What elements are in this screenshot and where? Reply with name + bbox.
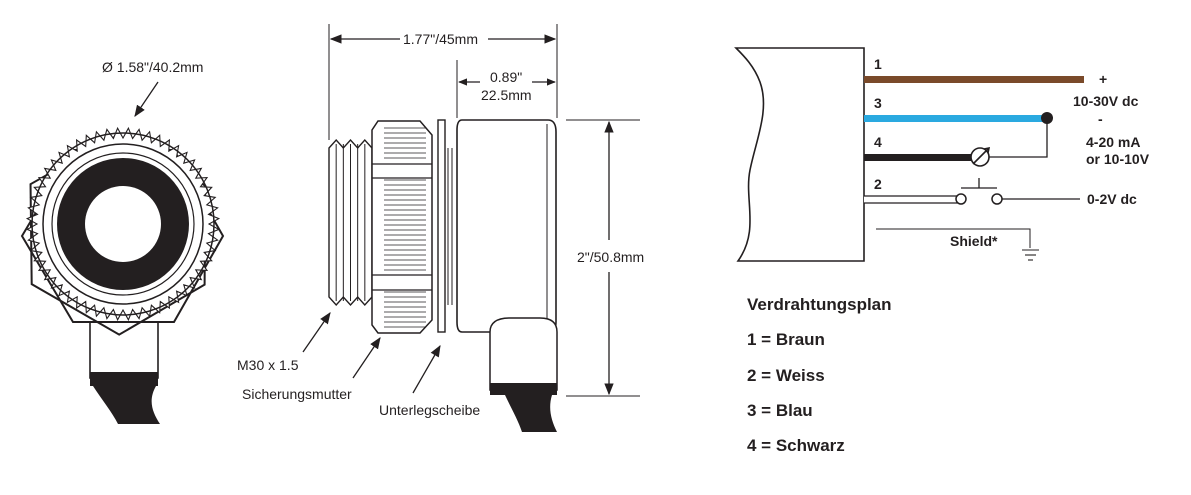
minus-sign: - — [1098, 111, 1103, 127]
wiring-diagram: 1 3 4 2 — [734, 47, 1150, 262]
current-meter-icon — [970, 146, 991, 167]
legend-item: 4 = Schwarz — [747, 436, 845, 455]
wire-number-1: 1 — [874, 56, 882, 72]
output-label-line2: or 10-10V — [1086, 151, 1150, 167]
plus-sign: + — [1099, 71, 1107, 87]
side-view: 1.77"/45mm 0.89" 22.5mm — [237, 24, 644, 432]
shield-label: Shield* — [950, 233, 998, 249]
supply-label: 10-30V dc — [1073, 93, 1139, 109]
sensor-length-mm-label: 22.5mm — [481, 87, 532, 103]
front-cable — [89, 320, 160, 424]
sensor-body — [456, 119, 557, 333]
washer — [437, 119, 446, 333]
wire-blue — [864, 115, 1047, 122]
wire-number-3: 3 — [874, 95, 882, 111]
thread-label: M30 x 1.5 — [237, 357, 299, 373]
overall-length-label: 1.77"/45mm — [403, 31, 478, 47]
wiring-legend: Verdrahtungsplan 1 = Braun 2 = Weiss 3 =… — [747, 295, 892, 455]
wire-brown — [864, 76, 1084, 83]
shield-ground — [876, 228, 1039, 261]
switch-voltage-label: 0-2V dc — [1087, 191, 1137, 207]
wire-white — [864, 195, 958, 204]
wire-black — [864, 154, 973, 161]
legend-title: Verdrahtungsplan — [747, 295, 892, 314]
diameter-leader — [134, 81, 159, 117]
front-center-hole — [85, 186, 161, 262]
lock-nut — [371, 120, 433, 334]
washer-label: Unterlegscheibe — [379, 402, 480, 418]
diameter-label: Ø 1.58"/40.2mm — [102, 59, 203, 75]
wire-number-4: 4 — [874, 134, 882, 150]
legend-item: 2 = Weiss — [747, 366, 825, 385]
locknut-label: Sicherungsmutter — [242, 386, 352, 402]
output-label-line1: 4-20 mA — [1086, 134, 1140, 150]
switch-icon — [955, 178, 1080, 205]
legend-item: 3 = Blau — [747, 401, 813, 420]
sensor-length-inch-label: 0.89" — [490, 69, 522, 85]
cable-gland — [489, 317, 558, 432]
height-label: 2"/50.8mm — [577, 249, 644, 265]
legend-item: 1 = Braun — [747, 330, 825, 349]
wiring-sensor-block — [734, 47, 865, 262]
wire-number-2: 2 — [874, 176, 882, 192]
front-view: Ø 1.58"/40.2mm — [20, 59, 225, 424]
